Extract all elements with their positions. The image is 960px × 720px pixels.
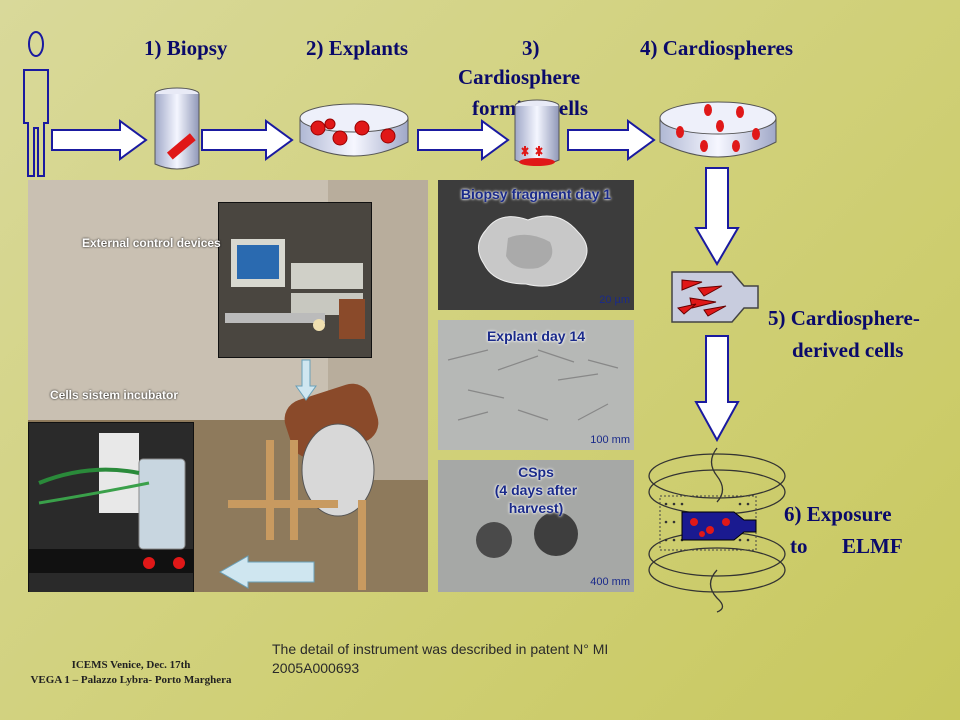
arrow-right-icon xyxy=(567,119,656,161)
step-5-title-line2: derived cells xyxy=(792,338,904,362)
step-3-title-number: 3) xyxy=(522,36,540,60)
step-6-title-line1: 6) Exposure xyxy=(784,502,892,526)
step-6-title-to: to xyxy=(790,534,808,558)
explants-dish-icon xyxy=(299,103,409,157)
culture-flask-icon xyxy=(671,271,759,323)
footer-line2: VEGA 1 – Palazzo Lybra- Porto Marghera xyxy=(30,674,232,686)
micrograph-csps-scale: 400 mm xyxy=(590,576,630,588)
step-1-title: 1) Biopsy xyxy=(144,36,228,60)
photo-arrow-left-icon xyxy=(218,555,315,589)
incubator-label: Cells sistem incubator xyxy=(50,388,179,402)
cardiospheres-dish-icon xyxy=(659,101,777,158)
step-4-title: 4) Cardiospheres xyxy=(640,36,794,60)
photo-arrow-down-icon xyxy=(295,359,317,401)
human-figure-icon xyxy=(23,31,49,177)
step-2-title: 2) Explants xyxy=(306,36,409,60)
cardiosphere-forming-cells-beaker-icon xyxy=(514,99,560,166)
arrow-down-icon xyxy=(694,167,740,266)
arrow-right-icon xyxy=(51,119,148,161)
footer-line1: ICEMS Venice, Dec. 17th xyxy=(71,659,191,671)
step-3-title-line2: Cardiosphere xyxy=(458,65,581,89)
patent-note-line1: The detail of instrument was described i… xyxy=(272,641,609,657)
arrow-down-icon xyxy=(694,335,740,442)
micrograph-csps-label-line3: harvest) xyxy=(508,500,564,516)
micrograph-csps: CSps (4 days after harvest) 400 mm xyxy=(438,460,634,592)
micrograph-explant: Explant day 14 100 mm xyxy=(438,320,634,450)
micrograph-biopsy: Biopsy fragment day 1 20 µm xyxy=(438,180,634,310)
micrograph-biopsy-scale: 20 µm xyxy=(599,294,630,306)
elmf-coil-icon xyxy=(648,447,786,613)
patent-note-line2: 2005A000693 xyxy=(272,660,360,676)
micrograph-csps-label-line1: CSps xyxy=(518,464,554,480)
external-devices-inset xyxy=(218,202,372,358)
step-6-title-elmf: ELMF xyxy=(842,534,903,558)
pump-inset xyxy=(28,422,194,592)
lab-setup-photo: External control devices Cells sistem in… xyxy=(28,180,428,592)
micrograph-explant-label: Explant day 14 xyxy=(486,328,586,344)
arrow-right-icon xyxy=(417,119,510,161)
external-devices-label: External control devices xyxy=(82,236,221,250)
step-5-title-line1: 5) Cardiosphere- xyxy=(768,306,920,330)
micrograph-explant-scale: 100 mm xyxy=(590,434,630,446)
micrograph-biopsy-label: Biopsy fragment day 1 xyxy=(460,186,612,202)
biopsy-beaker-icon xyxy=(154,87,200,170)
micrograph-csps-label-line2: (4 days after xyxy=(494,482,578,498)
arrow-right-icon xyxy=(201,119,294,161)
